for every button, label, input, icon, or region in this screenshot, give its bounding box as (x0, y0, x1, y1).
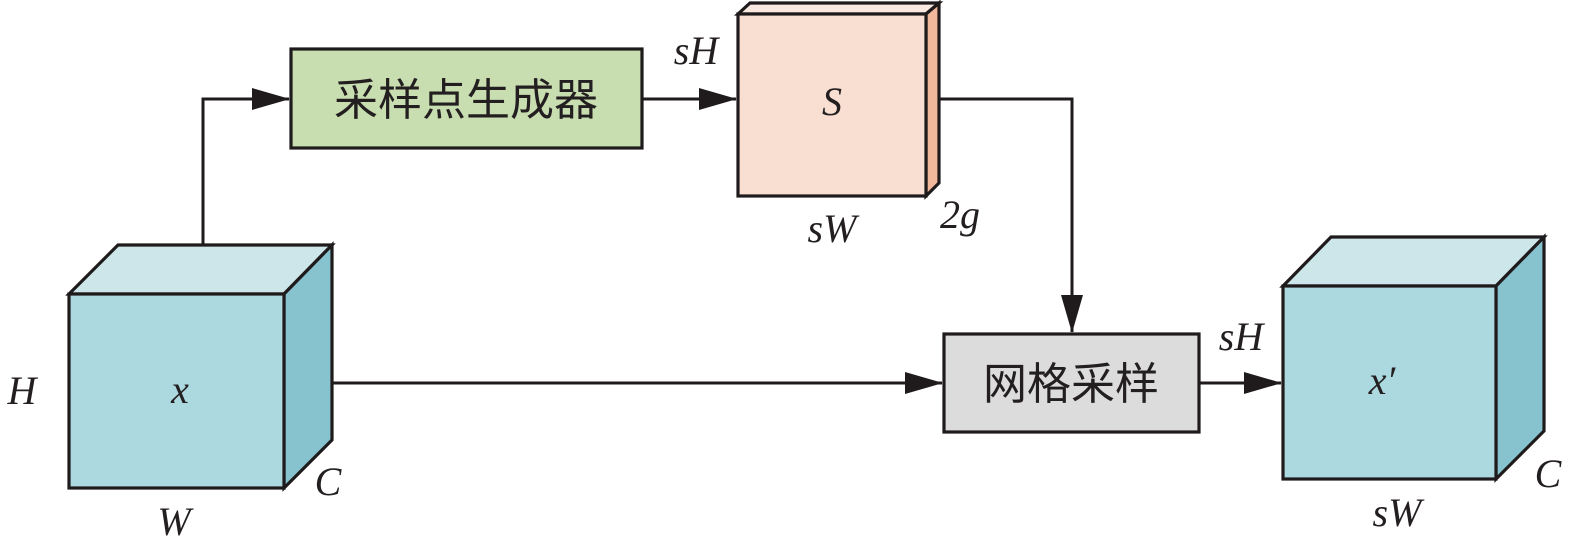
input-width-label: W (157, 499, 194, 544)
sample-slab-top-face (733, 1, 944, 16)
generator-box (289, 47, 644, 150)
input-tensor-label: x (170, 367, 189, 412)
input-tensor-cube: x H W C (7, 241, 343, 544)
sample-slab-front-face (736, 12, 928, 198)
grid-sampler-label: 网格采样 (983, 359, 1159, 410)
output-channel-label: C (1535, 451, 1563, 496)
output-cube-front-face (1281, 284, 1498, 481)
output-tensor-label: x′ (1368, 358, 1397, 403)
sampling-point-generator: 采样点生成器 (289, 47, 644, 150)
output-tensor-cube: x′ sH sW C (1219, 233, 1563, 535)
sample-tensor-label: S (822, 79, 842, 124)
input-height-label: H (7, 368, 39, 413)
input-channel-label: C (315, 459, 343, 504)
grid-sampler-box (942, 332, 1201, 434)
edge-input-to-generator (201, 88, 290, 245)
sample-tensor-slab: S sH sW 2g (674, 0, 980, 251)
grid-sampler: 网格采样 (942, 332, 1201, 434)
input-cube-front-face (67, 292, 286, 490)
sample-height-label: sH (674, 28, 721, 73)
sample-channel-label: 2g (940, 192, 980, 237)
generator-label: 采样点生成器 (334, 75, 598, 126)
sample-width-label: sW (808, 206, 861, 251)
output-width-label: sW (1373, 490, 1426, 535)
connectors (201, 88, 1282, 394)
output-height-label: sH (1219, 314, 1266, 359)
edge-sample-to-grid (939, 97, 1083, 333)
sample-slab-side-face (924, 0, 941, 200)
